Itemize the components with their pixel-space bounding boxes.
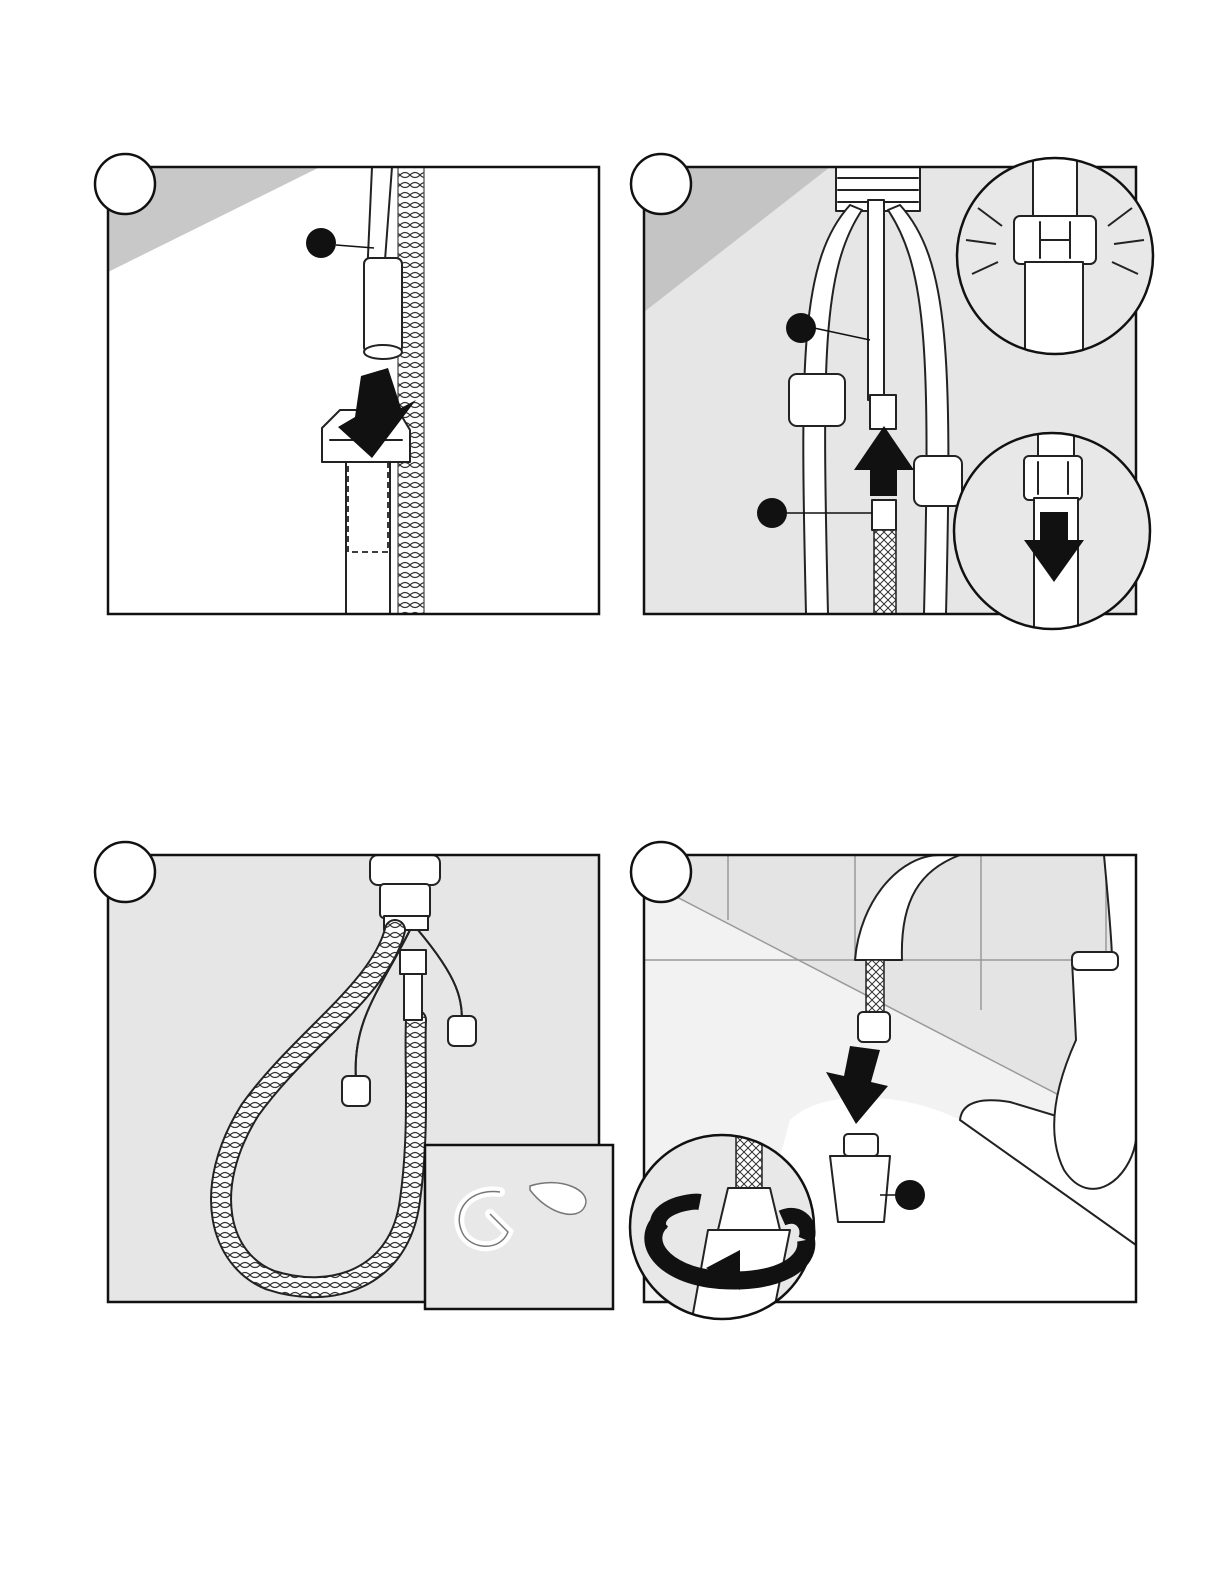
panel-3 xyxy=(95,842,613,1309)
callout-dot xyxy=(306,228,336,258)
panel-2 xyxy=(631,140,1153,638)
quick-connector xyxy=(364,258,402,353)
coiled-hose xyxy=(398,167,424,614)
supply-nut xyxy=(342,1076,370,1106)
spray-head xyxy=(830,1156,890,1222)
step-badge xyxy=(631,842,691,902)
callout-dot xyxy=(786,313,816,343)
callout-dot xyxy=(895,1180,925,1210)
step-badge xyxy=(95,154,155,214)
inset-clip-detail xyxy=(425,1145,613,1309)
step-badge xyxy=(631,154,691,214)
callout-dot xyxy=(757,498,787,528)
panel-4 xyxy=(630,842,1136,1330)
mounting-nut xyxy=(370,855,440,885)
step-badge xyxy=(95,842,155,902)
lower-pipe xyxy=(346,462,390,614)
supply-nut xyxy=(448,1016,476,1046)
panel-1 xyxy=(95,154,599,614)
